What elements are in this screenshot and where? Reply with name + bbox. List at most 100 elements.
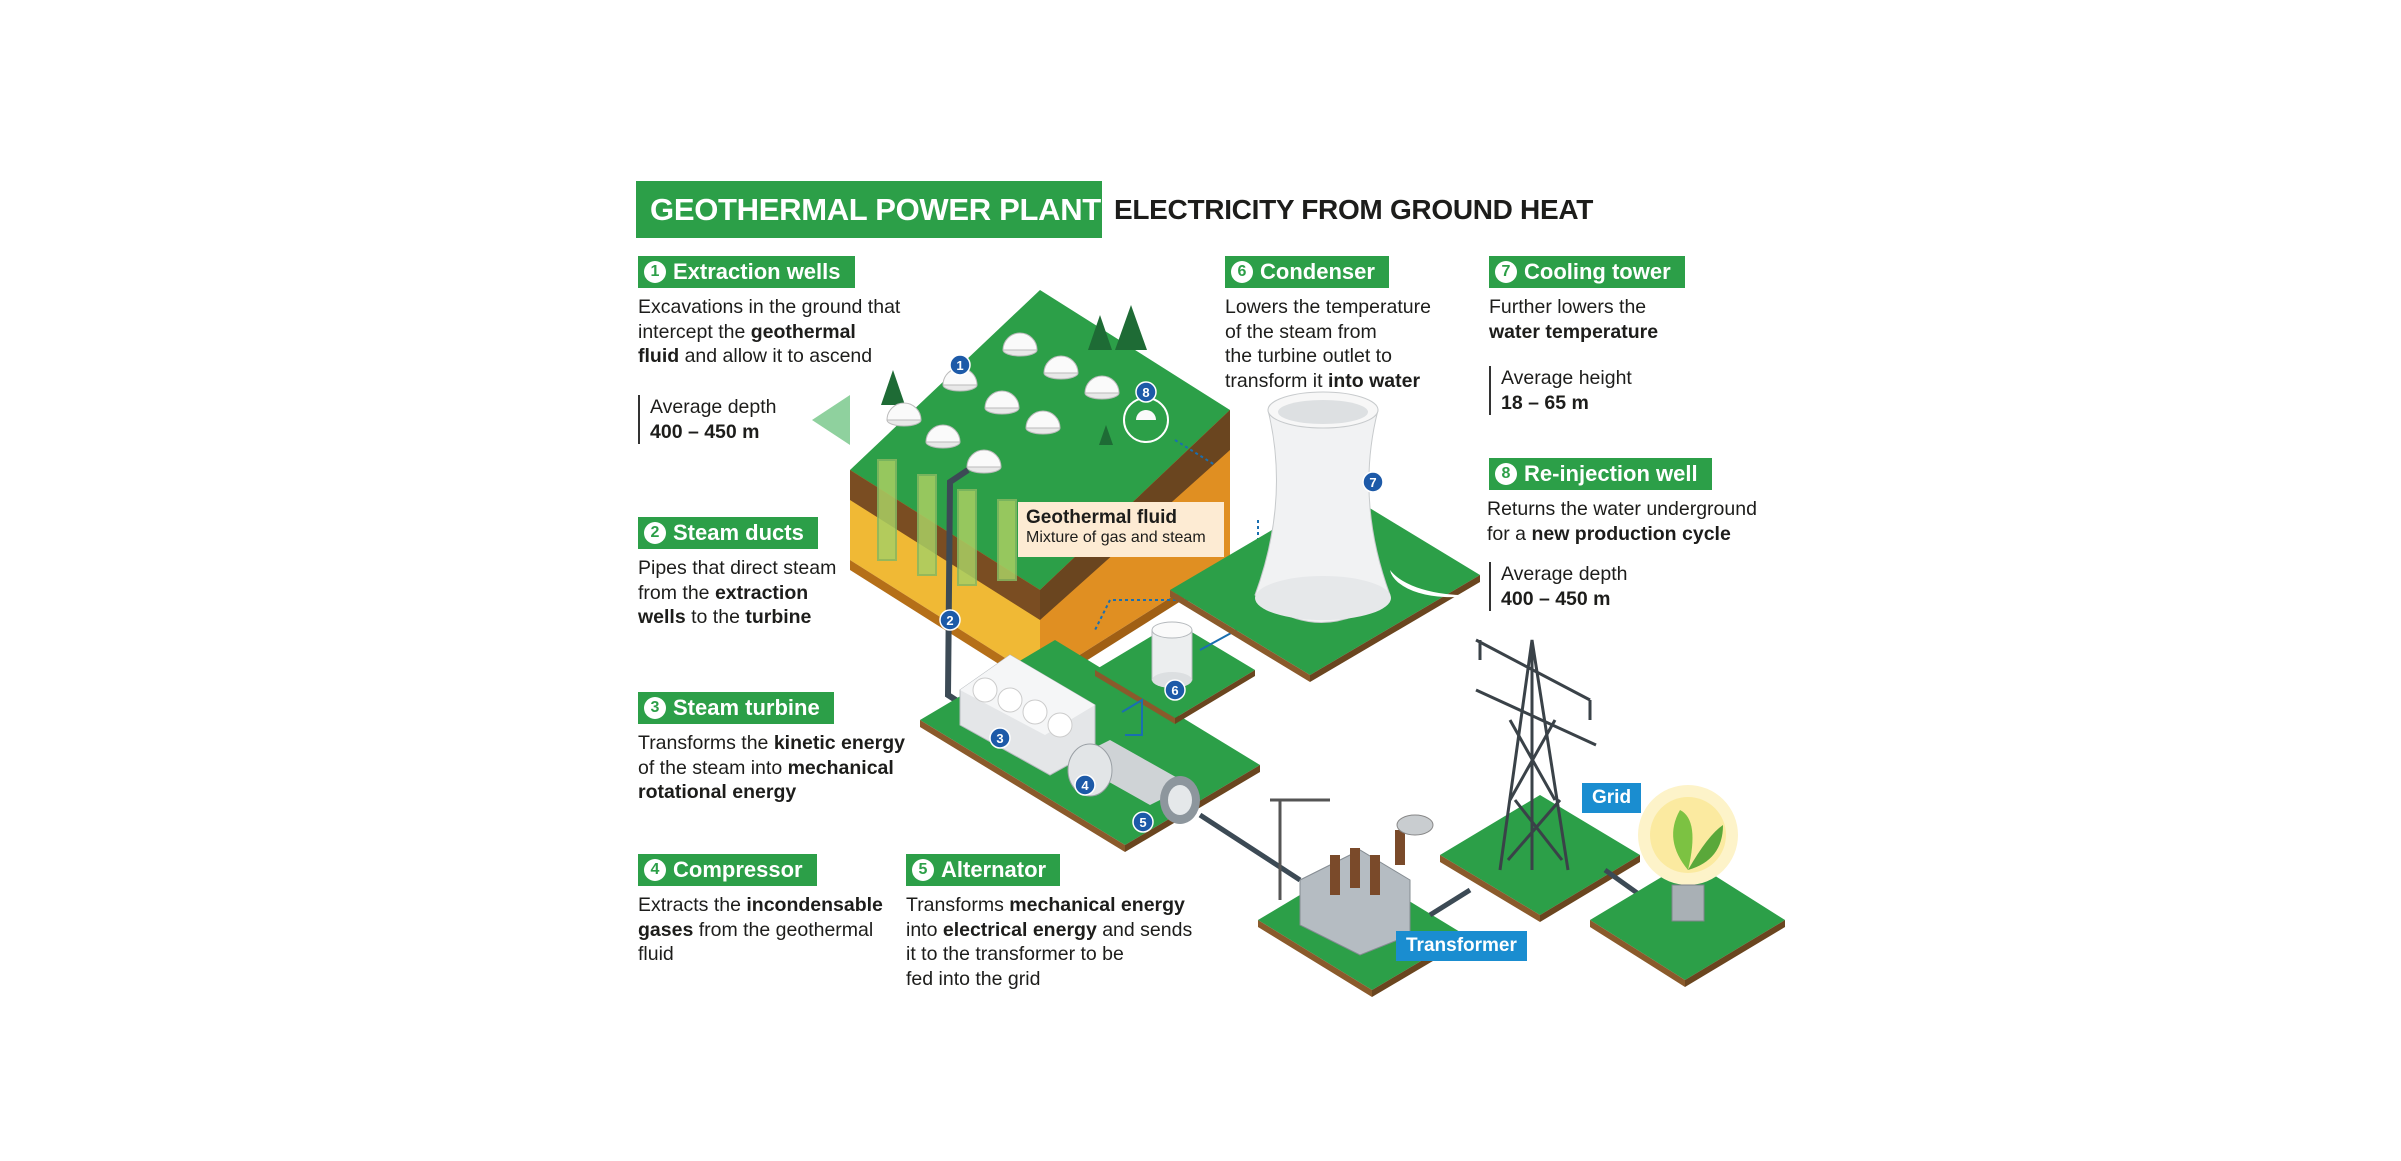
number-markers: 1 8 2 3 4 5 6 7: [939, 354, 1384, 833]
s5-line2a: into: [906, 918, 943, 941]
section-8-description: Returns the water underground for a new …: [1487, 497, 1787, 546]
ground-ramp: [812, 395, 850, 445]
extraction-domes: [886, 332, 1169, 474]
marker-1: 1: [956, 358, 963, 373]
s3-line2a: of the steam into: [638, 756, 788, 779]
section-7-number: 7: [1495, 261, 1517, 283]
section-3-number: 3: [644, 697, 666, 719]
s8-line1: Returns the water underground: [1487, 498, 1757, 520]
s7-line2: water temperature: [1489, 320, 1659, 343]
s3-line1a: Transforms the: [638, 732, 774, 754]
section-2-number: 2: [644, 522, 666, 544]
section-6-title-text: Condenser: [1260, 259, 1375, 284]
s2-line3a: wells: [638, 606, 686, 628]
lightbulb: [1638, 785, 1738, 922]
section-8-title: 8 Re-injection well: [1489, 458, 1712, 490]
section-5-description: Transforms mechanical energy into electr…: [906, 893, 1216, 991]
section-4-title-text: Compressor: [673, 857, 803, 882]
section-4-number: 4: [644, 859, 666, 881]
s1-line3b: and allow it to ascend: [679, 345, 873, 367]
marker-4: 4: [1081, 778, 1089, 793]
cooling-tower: [1254, 391, 1391, 623]
section-6-title: 6 Condenser: [1225, 256, 1389, 288]
marker-2: 2: [946, 613, 953, 628]
s8-measure-value: 400 – 450 m: [1501, 587, 1611, 610]
s6-line4a: transform it: [1225, 369, 1328, 392]
section-7-title-text: Cooling tower: [1524, 259, 1671, 284]
grid-label: Grid: [1582, 783, 1642, 813]
s2-line2b: extraction: [714, 581, 809, 604]
callout-title: Geothermal fluid: [1026, 507, 1177, 528]
s7-measure-value: 18 – 65 m: [1501, 391, 1589, 414]
s8-line2b: new production cycle: [1531, 522, 1731, 545]
section-1-title: 1 Extraction wells: [638, 256, 855, 288]
s5-line3: it to the transformer to be: [906, 943, 1124, 965]
section-3-description: Transforms the kinetic energy of the ste…: [638, 731, 918, 805]
section-4-title: 4 Compressor: [638, 854, 817, 886]
section-1-title-text: Extraction wells: [673, 259, 841, 284]
section-7-measure: Average height 18 – 65 m: [1489, 366, 1632, 415]
alternator: [1067, 740, 1200, 824]
trees: [881, 305, 1147, 445]
s4-line3: fluid: [638, 943, 674, 965]
s2-line1: Pipes that direct steam: [638, 557, 837, 579]
transformer-label: Transformer: [1396, 931, 1527, 961]
well-shafts: [877, 459, 1017, 586]
s1-line2a: intercept the: [638, 320, 751, 343]
marker-8: 8: [1142, 385, 1149, 400]
section-3-title: 3 Steam turbine: [638, 692, 834, 724]
s6-line3: the turbine outlet to: [1225, 345, 1392, 367]
page-title: GEOTHERMAL POWER PLANT: [636, 181, 1102, 238]
pylon: [1475, 638, 1597, 871]
section-8-number: 8: [1495, 463, 1517, 485]
marker-6: 6: [1171, 683, 1178, 698]
s4-line2a: gases: [638, 918, 694, 941]
s1-measure-label: Average depth: [650, 396, 777, 418]
s6-line2: of the steam from: [1225, 320, 1377, 343]
marker-7: 7: [1369, 475, 1376, 490]
section-8-measure: Average depth 400 – 450 m: [1489, 562, 1628, 611]
s1-line3a: fluid: [638, 345, 680, 367]
section-1-description: Excavations in the ground that intercept…: [638, 295, 938, 369]
callout-subtitle: Mixture of gas and steam: [1026, 529, 1206, 546]
s7-line1: Further lowers the: [1489, 296, 1647, 318]
s5-line2c: and sends: [1096, 918, 1193, 941]
s1-line1: Excavations in the ground that: [638, 296, 901, 318]
marker-3: 3: [996, 731, 1003, 746]
section-7-description: Further lowers the water temperature: [1489, 295, 1739, 344]
s3-line1b: kinetic energy: [773, 732, 905, 754]
s3-line2b: mechanical: [787, 756, 894, 779]
section-7-title: 7 Cooling tower: [1489, 256, 1685, 288]
geothermal-fluid-callout: Geothermal fluid Mixture of gas and stea…: [1018, 502, 1224, 557]
section-6-number: 6: [1231, 261, 1253, 283]
s3-line3: rotational energy: [638, 781, 797, 803]
page-subtitle: ELECTRICITY FROM GROUND HEAT: [1114, 194, 1594, 225]
s2-line3c: turbine: [745, 606, 812, 628]
s4-line1a: Extracts the: [638, 894, 747, 916]
s8-line2a: for a: [1487, 522, 1532, 545]
s1-measure-value: 400 – 450 m: [650, 420, 760, 443]
section-5-title-text: Alternator: [941, 857, 1047, 882]
marker-5: 5: [1139, 815, 1146, 830]
section-1-number: 1: [644, 261, 666, 283]
s5-line1b: mechanical energy: [1009, 894, 1185, 916]
s8-measure-label: Average depth: [1501, 563, 1628, 585]
section-2-title: 2 Steam ducts: [638, 517, 818, 549]
s6-line1: Lowers the temperature: [1225, 296, 1431, 318]
section-2-description: Pipes that direct steam from the extract…: [638, 556, 898, 630]
section-2-title-text: Steam ducts: [673, 520, 804, 545]
section-4-description: Extracts the incondensable gases from th…: [638, 893, 898, 967]
s4-line1b: incondensable: [746, 894, 883, 916]
s4-line2b: from the geothermal: [693, 918, 874, 941]
condenser: [1151, 621, 1193, 688]
section-6-description: Lowers the temperature of the steam from…: [1225, 295, 1475, 393]
section-1-measure: Average depth 400 – 450 m: [638, 395, 777, 444]
section-5-number: 5: [912, 859, 934, 881]
s6-line4b: into water: [1327, 369, 1421, 392]
section-3-title-text: Steam turbine: [673, 695, 820, 720]
s1-line2b: geothermal: [750, 320, 856, 343]
s5-line2b: electrical energy: [942, 918, 1097, 941]
s5-line1a: Transforms: [906, 894, 1010, 916]
steam-turbine: [959, 654, 1096, 776]
